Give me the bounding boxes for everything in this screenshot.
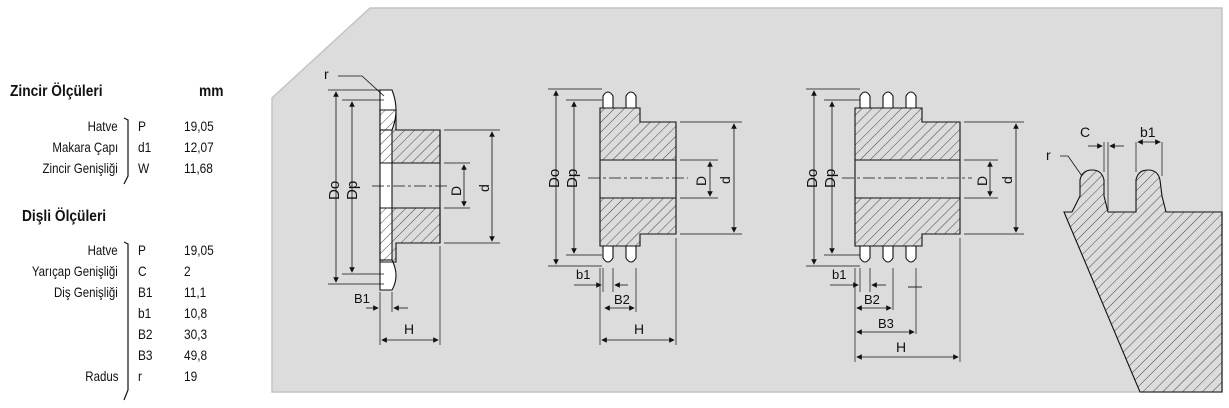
sprocket-row-tooth-width: Diş Genişliği B1 11,1 bbox=[0, 282, 240, 302]
row-symbol: C bbox=[138, 263, 147, 279]
sprocket-row-radius: Radus r 19 bbox=[0, 366, 240, 386]
row-symbol: b1 bbox=[138, 305, 152, 321]
row-value: 19 bbox=[184, 368, 198, 384]
single-d-label: d bbox=[476, 184, 492, 192]
row-symbol: P bbox=[138, 242, 146, 258]
spec-panel: Zincir Ölçüleri mm Hatve P 19,05 Makara … bbox=[0, 0, 260, 408]
row-value: 11,1 bbox=[184, 284, 207, 300]
row-value: 19,05 bbox=[184, 242, 214, 258]
double-sprocket-drawing bbox=[548, 88, 742, 345]
sprocket-row-radius-width: Yarıçap Genişliği C 2 bbox=[0, 261, 240, 281]
double-d-small-label: D bbox=[693, 176, 709, 186]
sprocket-row-b3: B3 49,8 bbox=[0, 345, 240, 365]
triple-d-small-label: D bbox=[974, 176, 990, 186]
row-value: 12,07 bbox=[184, 139, 214, 155]
chain-title: Zincir Ölçüleri bbox=[10, 83, 103, 100]
triple-b3-label: B3 bbox=[878, 316, 894, 331]
single-d-small-label: D bbox=[448, 186, 464, 196]
row-name: Diş Genişliği bbox=[54, 284, 118, 300]
drawing-panel: r Do Dp D d B1 H bbox=[271, 7, 1223, 393]
single-dp-label: Dp bbox=[344, 181, 361, 200]
row-symbol: r bbox=[138, 368, 142, 384]
sprocket-title: Dişli Ölçüleri bbox=[22, 208, 107, 225]
double-h-label: H bbox=[634, 321, 644, 337]
sprocket-bracket bbox=[123, 241, 129, 401]
double-dp-label: Dp bbox=[564, 169, 581, 188]
row-name: Zincir Genişliği bbox=[42, 160, 118, 176]
row-symbol: W bbox=[138, 160, 150, 176]
unit-label: mm bbox=[198, 83, 223, 100]
row-value: 11,68 bbox=[184, 160, 213, 176]
triple-d-label: d bbox=[999, 176, 1015, 184]
row-value: 30,3 bbox=[184, 326, 208, 342]
chain-bracket bbox=[123, 117, 129, 185]
sprocket-row-b1: b1 10,8 bbox=[0, 303, 240, 323]
triple-b2-label: B2 bbox=[864, 292, 880, 307]
row-value: 10,8 bbox=[184, 305, 208, 321]
double-d-label: d bbox=[717, 176, 733, 184]
panel-background bbox=[271, 7, 1223, 393]
triple-dp-label: Dp bbox=[822, 169, 839, 188]
double-b2-label: B2 bbox=[614, 292, 630, 307]
tooth-c-label: C bbox=[1080, 124, 1090, 140]
tooth-b1-label: b1 bbox=[1140, 124, 1156, 140]
triple-sprocket-drawing bbox=[806, 88, 1024, 362]
single-b1-label: B1 bbox=[354, 291, 370, 306]
row-name: Yarıçap Genişliği bbox=[32, 263, 118, 279]
row-symbol: d1 bbox=[138, 139, 152, 155]
single-sprocket-drawing bbox=[328, 75, 500, 345]
triple-h-label: H bbox=[896, 339, 906, 355]
triple-b1-label: b1 bbox=[832, 267, 846, 282]
sprocket-row-pitch: Hatve P 19,05 bbox=[0, 240, 240, 260]
row-name: Makara Çapı bbox=[52, 139, 118, 155]
row-name: Radus bbox=[84, 368, 118, 384]
row-symbol: B3 bbox=[138, 347, 153, 363]
row-value: 19,05 bbox=[184, 118, 214, 134]
row-value: 49,8 bbox=[184, 347, 208, 363]
triple-do-label: Do bbox=[804, 169, 821, 188]
single-r-label: r bbox=[324, 66, 329, 82]
tooth-r-label: r bbox=[1046, 147, 1051, 163]
double-b1-label: b1 bbox=[576, 267, 590, 282]
chain-row-width: Zincir Genişliği W 11,68 bbox=[0, 158, 240, 178]
row-symbol: P bbox=[138, 118, 146, 134]
single-do-label: Do bbox=[326, 181, 343, 200]
row-symbol: B1 bbox=[138, 284, 153, 300]
row-symbol: B2 bbox=[138, 326, 153, 342]
tooth-profile-drawing bbox=[1060, 139, 1223, 393]
row-name: Hatve bbox=[88, 118, 118, 134]
row-value: 2 bbox=[184, 263, 191, 279]
chain-row-pitch: Hatve P 19,05 bbox=[0, 116, 240, 136]
double-do-label: Do bbox=[546, 169, 563, 188]
row-name: Hatve bbox=[88, 242, 118, 258]
sprocket-row-b2: B2 30,3 bbox=[0, 324, 240, 344]
chain-row-roller: Makara Çapı d1 12,07 bbox=[0, 137, 240, 157]
single-h-label: H bbox=[404, 321, 414, 337]
